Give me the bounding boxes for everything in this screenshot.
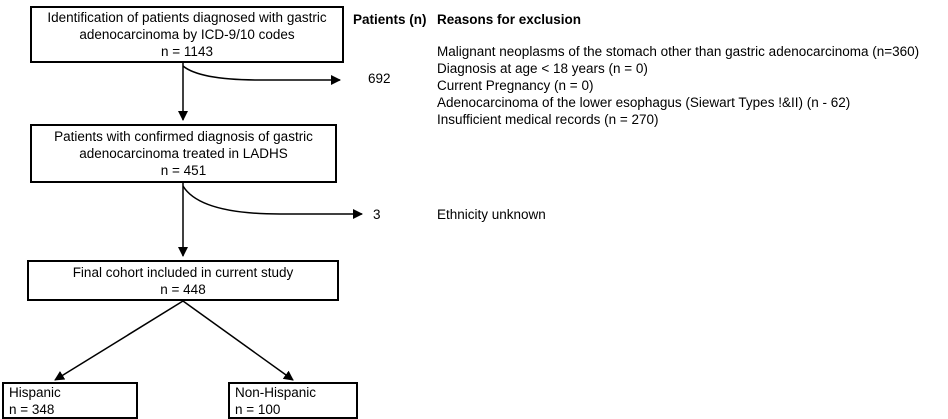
identification-line-1: Identification of patients diagnosed wit…: [47, 10, 327, 25]
hispanic-label: Hispanic: [9, 384, 61, 400]
arrow-final-to-non-hispanic: [182, 300, 294, 381]
exclusion-reasons-list: Malignant neoplasms of the stomach other…: [437, 43, 919, 128]
non-hispanic-count: n = 100: [235, 401, 281, 417]
exclusion-reason: Adenocarcinoma of the lower esophagus (S…: [437, 95, 851, 110]
exclusion-count-3: 3: [373, 207, 381, 222]
exclusion-reason: Malignant neoplasms of the stomach other…: [437, 44, 920, 59]
non-hispanic-label: Non-Hispanic: [235, 384, 317, 400]
arrow-final-to-hispanic: [54, 300, 184, 381]
confirmed-line-2: adenocarcinoma treated in LADHS: [79, 146, 288, 161]
exclusion-reason: Insufficient medical records (n = 270): [437, 112, 659, 127]
non-hispanic-box: Non-Hispanic n = 100: [228, 382, 358, 419]
hispanic-box: Hispanic n = 348: [2, 382, 138, 419]
final-line-1: Final cohort included in current study: [72, 264, 294, 280]
exclusion-reason: Current Pregnancy (n = 0): [437, 78, 594, 93]
arrow-exclusion-3: [182, 185, 363, 219]
reasons-header: Reasons for exclusion: [437, 12, 582, 27]
final-cohort-box: Final cohort included in current study n…: [27, 260, 339, 301]
identification-box: Identification of patients diagnosed wit…: [30, 6, 344, 63]
patients-header: Patients (n): [353, 12, 427, 27]
exclusion-count-692: 692: [368, 71, 391, 86]
exclusion-reason: Diagnosis at age < 18 years (n = 0): [437, 61, 648, 76]
hispanic-count: n = 348: [9, 401, 55, 417]
final-count: n = 448: [160, 281, 206, 297]
confirmed-box: Patients with confirmed diagnosis of gas…: [30, 124, 337, 183]
identification-count: n = 1143: [161, 44, 213, 59]
confirmed-line-1: Patients with confirmed diagnosis of gas…: [54, 129, 313, 144]
exclusion-reason-ethnicity: Ethnicity unknown: [437, 207, 546, 222]
identification-line-2: adenocarcinoma by ICD-9/10 codes: [79, 27, 295, 42]
arrow-exclusion-692: [182, 65, 341, 85]
confirmed-count: n = 451: [160, 163, 207, 178]
